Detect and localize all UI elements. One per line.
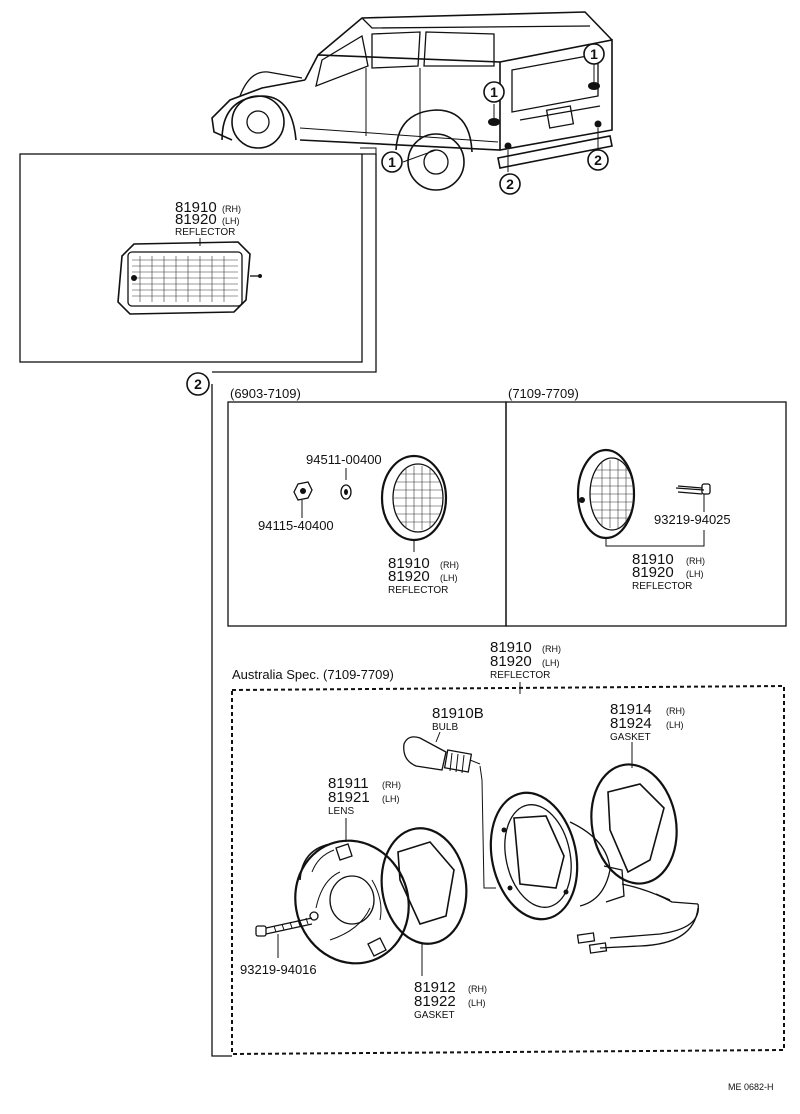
section-b-date: (7109-7709) (508, 386, 579, 401)
aus-reflector-rh-side: (RH) (542, 644, 561, 654)
gasket-front-rh-part: 81912 (414, 979, 456, 996)
gasket-front-lh-part: 81922 (414, 993, 456, 1010)
lens-rh-part: 81911 (328, 775, 369, 792)
section-a-box (227, 401, 507, 627)
figure-code: ME 0682-H (728, 1082, 774, 1092)
bulb-name: BULB (432, 722, 458, 733)
lens-name: LENS (328, 806, 354, 817)
lens-illustration (294, 839, 410, 965)
section-a-date: (6903-7109) (230, 386, 301, 401)
australia-box (231, 684, 785, 1056)
bolt-part-number: 94511-00400 (306, 452, 382, 467)
side-reflector-box: 81910 (RH) 81920 (LH) REFLECTOR (19, 153, 377, 373)
section-a-rh-side: (RH) (440, 560, 459, 570)
australia-heading: Australia Spec. (7109-7709) (232, 667, 394, 682)
svg-text:2: 2 (594, 152, 602, 168)
svg-text:1: 1 (590, 46, 598, 62)
section-b-box (505, 401, 787, 627)
aus-reflector-lh-part: 81920 (490, 653, 532, 670)
svg-text:1: 1 (490, 84, 498, 100)
gasket-rear-rh-part: 81914 (610, 701, 652, 718)
lens-rh-side: (RH) (382, 780, 401, 790)
bulb-part-number: 81910B (432, 705, 484, 722)
round-reflector-a (380, 454, 448, 542)
screw-australia-part-number: 93219-94016 (240, 962, 317, 977)
callout-1-rear-right: 1 (583, 43, 605, 65)
lens-lh-part: 81921 (328, 789, 370, 806)
bulb-illustration (403, 736, 481, 774)
section-b-rh-part: 81910 (632, 551, 674, 568)
gasket-rear-lh-part: 81924 (610, 715, 652, 732)
aus-reflector-lh-side: (LH) (542, 658, 560, 668)
gasket-rear-rh-side: (RH) (666, 706, 685, 716)
aus-reflector-rh-part: 81910 (490, 639, 532, 656)
reflector-name: REFLECTOR (175, 227, 235, 238)
aus-reflector-name: REFLECTOR (490, 670, 550, 681)
section-b-lh-side: (LH) (686, 569, 704, 579)
callout-1-side: 1 (381, 151, 403, 173)
section-b-lh-part: 81920 (632, 564, 674, 581)
round-reflector-b (576, 448, 636, 540)
svg-text:2: 2 (194, 376, 202, 392)
svg-text:2: 2 (506, 176, 514, 192)
callout-2-section: 2 (186, 372, 210, 396)
reflector-rh-part: 81910 (175, 199, 217, 216)
screw-b-part-number: 93219-94025 (654, 512, 731, 527)
nut-part-number: 94115-40400 (258, 518, 334, 533)
svg-text:1: 1 (388, 154, 396, 170)
section-a-lh-side: (LH) (440, 573, 458, 583)
gasket-front-name: GASKET (414, 1010, 455, 1021)
gasket-front-rh-side: (RH) (468, 984, 487, 994)
gasket-front-lh-side: (LH) (468, 998, 486, 1008)
section-a-name: REFLECTOR (388, 585, 448, 596)
housing-illustration (489, 791, 699, 954)
callout-1-rear-left: 1 (483, 81, 505, 103)
section-b-name: REFLECTOR (632, 581, 692, 592)
reflector-rh-side: (RH) (222, 204, 241, 214)
reflector-lh-side: (LH) (222, 216, 240, 226)
section-b-rh-side: (RH) (686, 556, 705, 566)
section-a-rh-part: 81910 (388, 555, 430, 572)
rect-reflector-illustration (117, 241, 262, 315)
callout-2-rear-right: 2 (587, 149, 609, 171)
gasket-rear-name: GASKET (610, 732, 651, 743)
lens-lh-side: (LH) (382, 794, 400, 804)
reflector-lh-part: 81920 (175, 211, 217, 228)
gasket-rear-lh-side: (LH) (666, 720, 684, 730)
gasket-rear-illustration (590, 763, 678, 885)
australia-parts: 81910B BULB 81914 (240, 701, 699, 1021)
section-a-lh-part: 81920 (388, 568, 430, 585)
section-b-parts: 93219-94025 81910 (RH) 81920 (LH) REFLEC… (576, 448, 731, 592)
gasket-front-illustration (380, 827, 468, 945)
vehicle-illustration (211, 11, 613, 191)
screw-australia-illustration (255, 917, 313, 937)
callout-2-rear-left: 2 (499, 173, 521, 195)
section-a-parts: 94511-00400 94115-40400 (258, 452, 459, 596)
